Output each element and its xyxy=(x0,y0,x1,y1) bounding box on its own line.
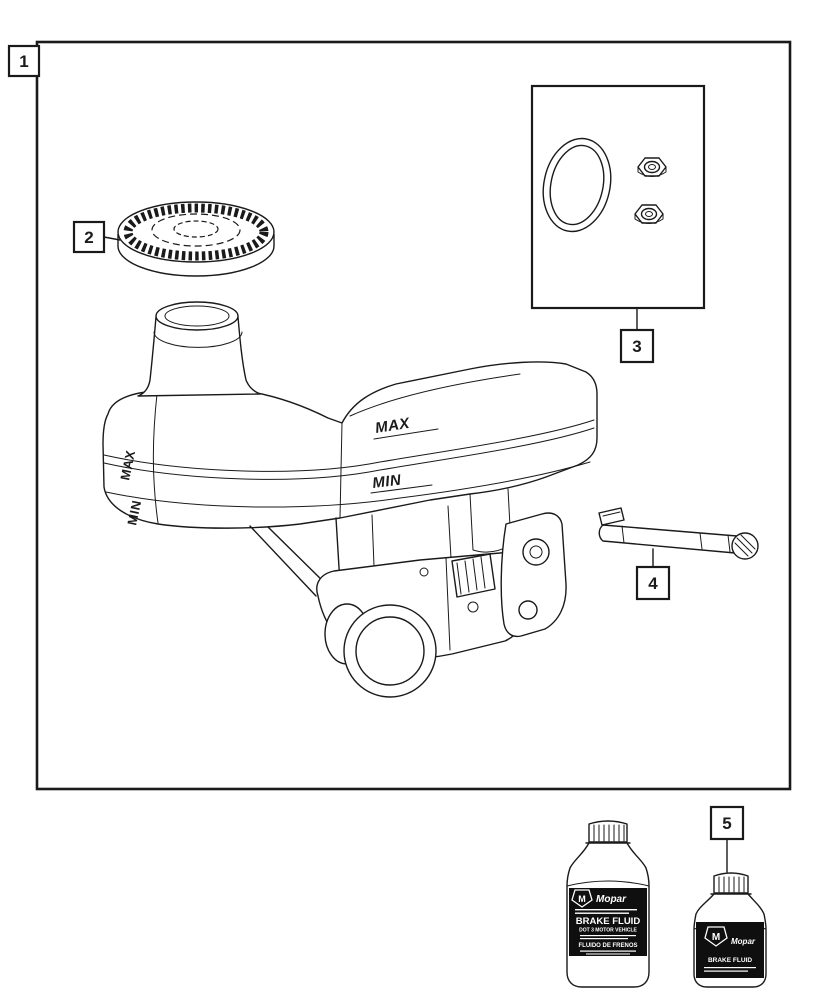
hardware-kit xyxy=(530,84,706,310)
max-level-line xyxy=(373,428,439,440)
bottle-large-subtitle: DOT 3 MOTOR VEHICLE xyxy=(579,928,637,934)
mounting-flange xyxy=(500,512,567,638)
brake-fluid-bottle-large: M Mopar BRAKE FLUID DOT 3 MOTOR VEHICLE … xyxy=(566,820,650,988)
tank-seam-1 xyxy=(103,419,595,472)
mopar-logo-letter: M xyxy=(712,932,720,943)
mopar-logo-icon: M xyxy=(571,889,593,908)
hatch-bracket xyxy=(451,553,496,598)
tank-mid-fold xyxy=(339,422,343,519)
callout-4-number: 4 xyxy=(648,574,658,593)
bottle-large-shoulder xyxy=(566,880,650,887)
mopar-logo-letter: M xyxy=(578,894,586,904)
retainer-pin xyxy=(598,507,759,560)
callout-1-box xyxy=(7,44,41,78)
bolt-2 xyxy=(419,567,429,577)
flange-lower-hole xyxy=(518,600,538,620)
o-ring-outer xyxy=(542,137,612,233)
pin-knob-hatch xyxy=(734,534,756,557)
label-fineprint-line xyxy=(704,970,748,972)
bottle-small-cap-ridges xyxy=(718,876,745,893)
label-fineprint-line xyxy=(586,953,630,955)
filler-neck xyxy=(137,301,261,397)
o-ring xyxy=(542,137,612,233)
bottle-large-cap xyxy=(588,820,628,843)
bolt-1 xyxy=(467,601,479,613)
callout-3-box xyxy=(619,328,655,364)
bottle-small-brand: Mopar xyxy=(731,937,756,946)
reservoir-cap xyxy=(117,201,275,277)
cap-texture-inner xyxy=(173,220,219,238)
bottle-small-label-content: M Mopar BRAKE FLUID xyxy=(704,926,756,972)
marking-top-max: MAX xyxy=(374,415,412,437)
callout-2-box xyxy=(72,220,106,254)
cap-knurl xyxy=(123,203,269,261)
outlet-ports xyxy=(371,505,452,567)
cap-top xyxy=(117,201,275,263)
callout-cap: 2 xyxy=(72,220,121,254)
label-fineprint-line xyxy=(580,935,636,937)
bottle-small-label xyxy=(696,922,764,978)
callout-2-number: 2 xyxy=(84,228,93,247)
bottle-large-intl-title: FLUIDO DE FRENOS xyxy=(578,943,637,949)
label-fineprint-line xyxy=(704,967,756,969)
callout-2-leader xyxy=(103,236,121,241)
diagram-frame xyxy=(35,40,792,791)
block-seam xyxy=(445,557,451,651)
callout-assembly: 1 xyxy=(7,44,41,78)
callout-1-number: 1 xyxy=(19,52,28,71)
booster-cylinder xyxy=(343,604,437,698)
label-fineprint-line xyxy=(580,950,636,952)
callout-retainer-pin: 4 xyxy=(635,548,671,601)
bottle-large-brand: Mopar xyxy=(596,894,627,905)
tank-seam-3 xyxy=(105,461,591,508)
marking-side-max: MAX xyxy=(117,449,138,482)
min-level-line xyxy=(370,484,433,494)
pin-rod xyxy=(598,524,738,554)
bottle-small-title: BRAKE FLUID xyxy=(708,957,752,964)
bottle-large-label xyxy=(569,888,647,956)
ink-layer: 1 2 3 MAX xyxy=(7,40,792,988)
callout-4-box xyxy=(635,565,671,601)
pin-clip-line xyxy=(602,511,621,517)
label-fineprint-line xyxy=(575,912,629,914)
tank-left-fold xyxy=(152,393,159,524)
callout-hardware-kit: 3 xyxy=(619,307,655,364)
label-fineprint-line xyxy=(580,938,628,940)
tank-seam-2 xyxy=(103,427,595,480)
brake-fluid-bottle-small: M Mopar BRAKE FLUID xyxy=(693,872,767,988)
callout-brake-fluid: 5 xyxy=(709,805,745,873)
label-fineprint-line xyxy=(575,909,637,911)
callout-5-number: 5 xyxy=(722,814,731,833)
pin-collars xyxy=(621,525,731,553)
neck-opening-inner xyxy=(164,305,230,327)
bottle-large-label-content: M Mopar BRAKE FLUID DOT 3 MOTOR VEHICLE … xyxy=(571,889,641,955)
marking-side-min: MIN xyxy=(124,499,144,527)
flange-hole-outer xyxy=(522,538,550,566)
booster-cylinder-inner xyxy=(355,616,425,686)
mopar-logo-icon: M xyxy=(704,926,728,947)
hardware-kit-box xyxy=(530,84,706,310)
marking-top-min: MIN xyxy=(371,471,403,491)
master-cylinder-body xyxy=(249,505,567,698)
flange-hole-inner xyxy=(529,545,543,559)
neck-body xyxy=(137,316,261,397)
pin-clip xyxy=(598,507,625,526)
tank-top-fold xyxy=(349,373,521,417)
bottle-large-title: BRAKE FLUID xyxy=(576,916,641,927)
callout-5-box xyxy=(709,805,745,841)
neck-opening-outer xyxy=(155,301,239,331)
bottle-large-cap-ridges xyxy=(593,824,625,842)
callout-3-number: 3 xyxy=(632,337,641,356)
cap-texture-outer xyxy=(151,213,241,247)
neck-collar xyxy=(153,331,243,348)
o-ring-inner xyxy=(549,144,605,226)
